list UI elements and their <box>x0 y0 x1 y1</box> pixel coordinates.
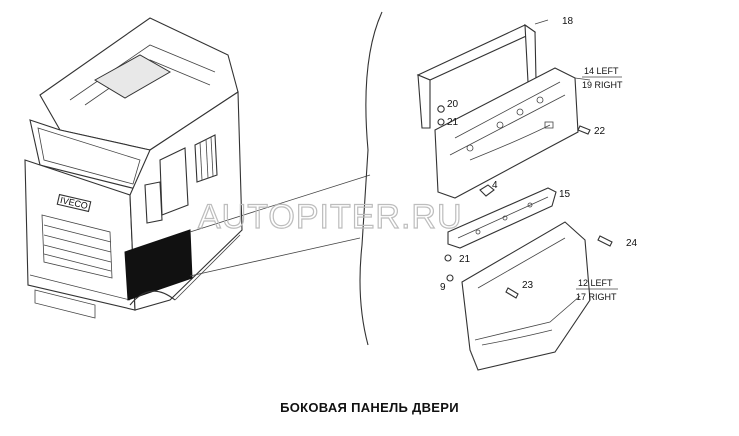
callout-labels: 18 20 21 22 4 15 21 24 9 23 14 LEFT 19 R… <box>440 16 638 302</box>
fasteners <box>437 105 613 299</box>
part-23-screw-icon <box>505 287 519 299</box>
projection-lines <box>189 11 383 346</box>
part-9-clip-icon <box>446 274 454 282</box>
callout-9: 9 <box>440 282 446 293</box>
callout-24: 24 <box>626 238 638 249</box>
callout-20: 20 <box>447 99 459 110</box>
part-15-trim-strip <box>447 187 557 249</box>
callout-upper-panel-right: 19 RIGHT <box>582 80 623 90</box>
part-12-17-lower-panel <box>461 221 591 371</box>
door-side-panel-highlight <box>124 229 193 301</box>
diagram-caption: БОКОВАЯ ПАНЕЛЬ ДВЕРИ <box>280 400 459 415</box>
part-20-clip-icon <box>437 105 445 113</box>
callout-22: 22 <box>594 126 606 137</box>
callout-upper-panel-left: 14 LEFT <box>584 66 619 76</box>
part-4-clip-icon <box>479 184 495 197</box>
part-24-screw-icon <box>597 235 613 247</box>
callout-lower-panel-right: 17 RIGHT <box>576 292 617 302</box>
part-22-screw-icon <box>577 125 591 135</box>
callout-4: 4 <box>492 180 498 191</box>
callout-21-upper: 21 <box>447 117 459 128</box>
callout-lower-panel-left: 12 LEFT <box>578 278 613 288</box>
callout-15: 15 <box>559 189 571 200</box>
truck-cab-illustration: IVECO <box>24 17 243 319</box>
part-18-seal-strip <box>416 19 549 129</box>
part-14-19-upper-panel <box>434 67 591 199</box>
part-21-clip-icon <box>437 118 445 126</box>
callout-18: 18 <box>562 16 574 27</box>
callout-23: 23 <box>522 280 534 291</box>
watermark: AUTOPITER.RU <box>198 198 463 236</box>
part-21-lower-clip-icon <box>444 254 452 262</box>
callout-21-lower: 21 <box>459 254 471 265</box>
